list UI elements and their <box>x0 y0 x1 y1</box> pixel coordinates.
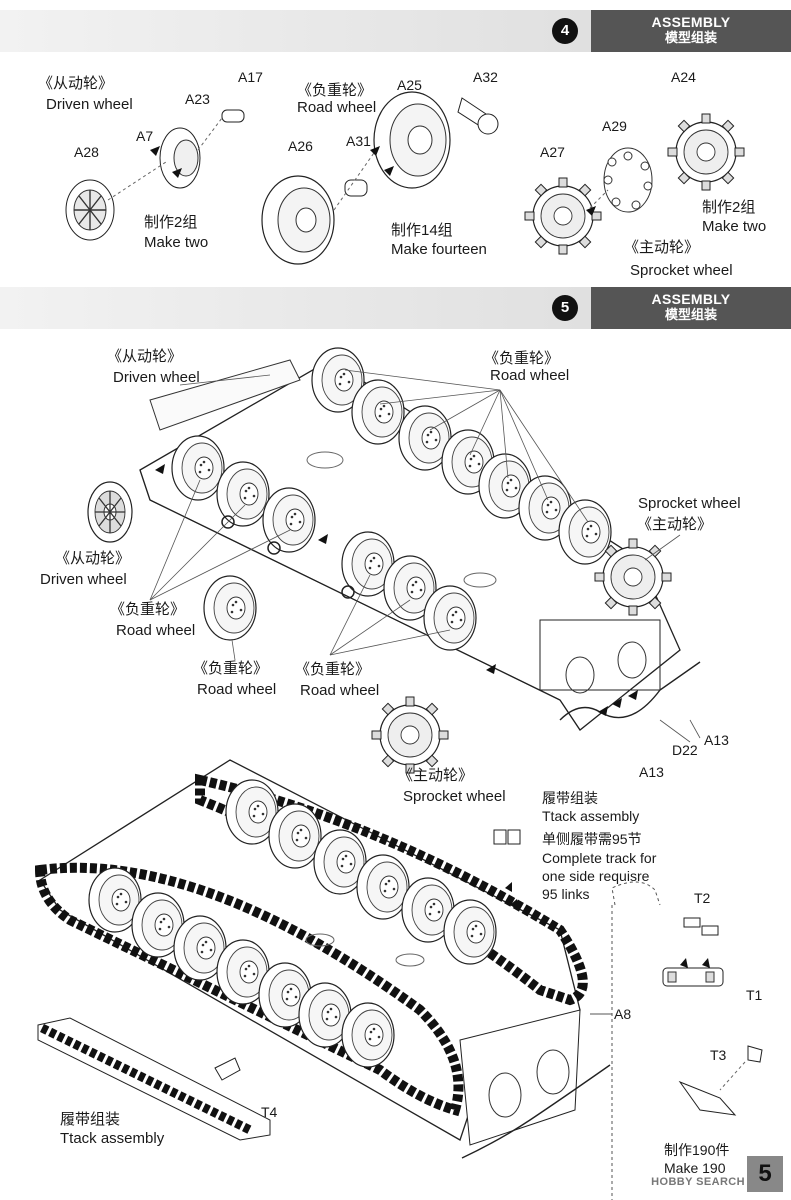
part-t3: T3 <box>710 1047 727 1063</box>
step5-road-top-cn: 《负重轮》 <box>484 350 560 367</box>
part-a13-right: A13 <box>704 732 729 748</box>
inset-make-cn: 制作190件 <box>664 1142 730 1158</box>
step5-driven-left-en: Driven wheel <box>40 571 127 588</box>
step4-header: ASSEMBLY 模型组装 <box>591 10 791 52</box>
part-a25: A25 <box>397 77 422 93</box>
step4-road-cn: 《负重轮》 <box>297 82 373 99</box>
part-a28: A28 <box>74 144 99 160</box>
step5-road-left-cn: 《负重轮》 <box>110 601 186 618</box>
track-link-t3 <box>678 1045 763 1116</box>
step5-road-top-en: Road wheel <box>490 367 570 384</box>
track-requirement-en-1: Complete track for <box>542 850 657 866</box>
part-a24: A24 <box>671 69 696 85</box>
step5-header-bar <box>0 287 591 329</box>
step5-header: ASSEMBLY 模型组装 <box>591 287 791 329</box>
hull-lower-tracked <box>34 759 612 1159</box>
part-a31: A31 <box>346 133 371 149</box>
watermark: HOBBY SEARCH <box>651 1176 745 1188</box>
step4-driven-en: Driven wheel <box>46 96 133 113</box>
track-assembly-cn: 履带组装 <box>542 790 598 806</box>
part-a7: A7 <box>136 128 154 144</box>
driven-wheel-assembly <box>65 109 245 241</box>
page-number: 5 <box>747 1156 783 1192</box>
step4-number: 4 <box>552 18 578 44</box>
part-d22: D22 <box>672 742 698 758</box>
step5-road-mid1-cn: 《负重轮》 <box>193 660 269 677</box>
step4-road-make-cn: 制作14组 <box>391 222 453 239</box>
step5-sprocket-bottom-cn: 《主动轮》 <box>398 767 474 784</box>
step5-driven-top-en: Driven wheel <box>113 369 200 386</box>
step5-sprocket-right-cn: 《主动轮》 <box>637 516 713 533</box>
inset-make-en: Make 190 <box>664 1160 726 1176</box>
leader-lines-step5 <box>149 369 701 743</box>
part-t4: T4 <box>261 1104 278 1120</box>
road-wheels-upper <box>87 347 672 774</box>
track-left-en: Ttack assembly <box>60 1130 165 1147</box>
step5-road-mid1-en: Road wheel <box>197 681 277 698</box>
step5-sprocket-bottom-en: Sprocket wheel <box>403 788 506 805</box>
step4-driven-cn: 《从动轮》 <box>38 75 114 92</box>
track-link-t1 <box>662 967 724 987</box>
step5-driven-left-cn: 《从动轮》 <box>55 550 131 567</box>
track-left-cn: 履带组装 <box>60 1111 121 1128</box>
step4-sprocket-cn: 《主动轮》 <box>624 239 700 256</box>
step4-sprocket-en: Sprocket wheel <box>630 262 733 279</box>
part-t1: T1 <box>746 987 763 1003</box>
step5-road-mid2-cn: 《负重轮》 <box>295 661 371 678</box>
part-a23: A23 <box>185 91 210 107</box>
step4-header-cn: 模型组装 <box>664 30 717 45</box>
step4-sprocket-make-en: Make two <box>702 218 767 235</box>
step4-sprocket-make-cn: 制作2组 <box>702 199 756 216</box>
step4-driven-make-cn: 制作2组 <box>144 214 198 231</box>
track-parts-detail <box>493 829 521 909</box>
part-a29: A29 <box>602 118 627 134</box>
part-a13-bottom: A13 <box>639 764 664 780</box>
track-assembly-en: Ttack assembly <box>542 808 640 824</box>
part-a32: A32 <box>473 69 498 85</box>
track-strip-left <box>37 1017 271 1141</box>
hull-upper <box>139 359 701 731</box>
part-a17: A17 <box>238 69 263 85</box>
step4-header-en: ASSEMBLY <box>651 14 731 30</box>
sprocket-assembly <box>524 113 745 255</box>
road-wheel-assembly <box>261 91 499 265</box>
track-requirement-en-2: one side requisre <box>542 868 650 884</box>
part-t2: T2 <box>694 890 711 906</box>
part-a27: A27 <box>540 144 565 160</box>
step5-header-cn: 模型组装 <box>664 307 717 322</box>
step4-driven-make-en: Make two <box>144 234 209 251</box>
part-a26: A26 <box>288 138 313 154</box>
step5-header-en: ASSEMBLY <box>651 291 731 307</box>
step4-header-bar <box>0 10 591 52</box>
step5-number: 5 <box>552 295 578 321</box>
step5-sprocket-right-en: Sprocket wheel <box>638 495 741 512</box>
step4-road-make-en: Make fourteen <box>391 241 487 258</box>
step4-road-en: Road wheel <box>297 99 377 116</box>
step5-road-left-en: Road wheel <box>116 622 196 639</box>
step5-driven-top-cn: 《从动轮》 <box>107 348 183 365</box>
track-requirement-en-3: 95 links <box>542 886 590 902</box>
part-a8: A8 <box>614 1006 632 1022</box>
track-link-inset <box>611 881 763 1200</box>
step5-road-mid2-en: Road wheel <box>300 682 380 699</box>
track-requirement-cn: 单侧履带需95节 <box>542 831 642 847</box>
